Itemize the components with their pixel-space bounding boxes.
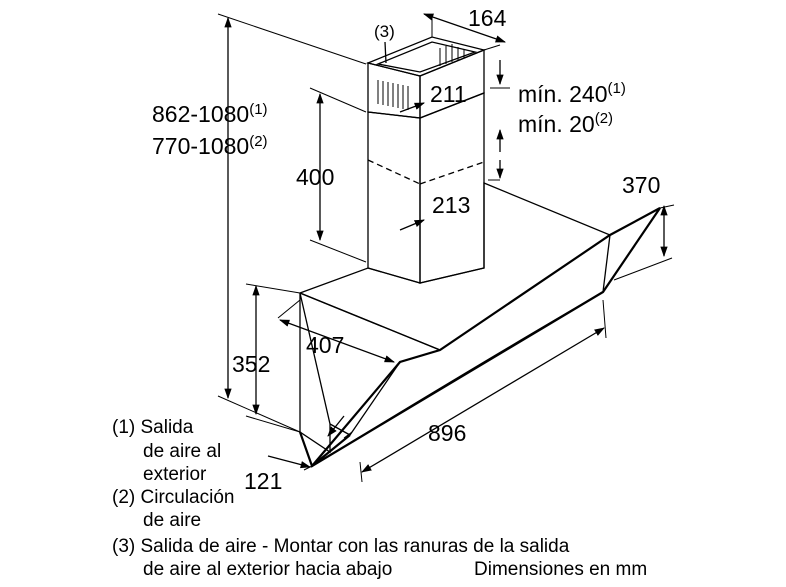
dim-chimney-lower-depth: 213: [399, 192, 470, 231]
dim-label-896: 896: [428, 420, 466, 446]
dim-label-370: 370: [622, 172, 660, 198]
legend-item-3-line-2: de aire al exterior hacia abajo: [143, 559, 392, 580]
units-note: Dimensiones en mm: [474, 559, 647, 580]
chimney-upper-section: [365, 36, 487, 119]
dim-glass-height: 370: [613, 172, 675, 281]
hood-body: [298, 182, 661, 468]
legend-item-1-line-3: exterior: [143, 464, 207, 485]
legend-item-2-line-1: (2) Circulación: [112, 487, 234, 508]
dim-label-164: 164: [468, 5, 507, 31]
dim-label-213: 213: [432, 192, 470, 218]
clearance-1-label: mín. 240(1): [518, 80, 626, 107]
clearance-2-label: mín. 20(2): [518, 110, 613, 137]
legend-item-1-line-1: (1) Salida: [112, 417, 194, 438]
dim-body-height: 352: [232, 283, 301, 433]
chimney-lower-section: [367, 92, 485, 284]
dim-clearance-labels: mín. 240(1) mín. 20(2): [488, 60, 626, 181]
dim-front-depth: 121: [244, 415, 353, 494]
legend-item-2-line-2: de aire: [143, 510, 201, 531]
total-height-2-label: 770-1080(2): [152, 133, 268, 159]
dim-label-211: 211: [430, 81, 467, 107]
note-3-outlet: (3): [374, 22, 395, 64]
dim-chimney-top-depth: 211: [399, 81, 467, 113]
dim-label-352: 352: [232, 351, 270, 377]
dim-label-121: 121: [244, 468, 282, 494]
note-3-label: (3): [374, 22, 395, 41]
dim-total-height: 862-1080(1) 770-1080(2): [152, 13, 367, 433]
legend-item-3-line-1: (3) Salida de aire - Montar con las ranu…: [112, 536, 570, 557]
chimney-slots: [377, 44, 465, 110]
dim-overall-width: 896: [359, 299, 607, 483]
dim-label-400: 400: [296, 164, 334, 190]
dim-chimney-height: 400: [296, 87, 367, 263]
dim-chimney-width: 164: [423, 5, 507, 51]
total-height-1-label: 862-1080(1): [152, 101, 268, 127]
legend: (1) Salida de aire al exterior (2) Circu…: [112, 417, 647, 580]
legend-item-1-line-2: de aire al: [143, 441, 221, 462]
dim-label-407: 407: [306, 332, 344, 358]
dim-canopy-depth: 407: [277, 299, 395, 363]
